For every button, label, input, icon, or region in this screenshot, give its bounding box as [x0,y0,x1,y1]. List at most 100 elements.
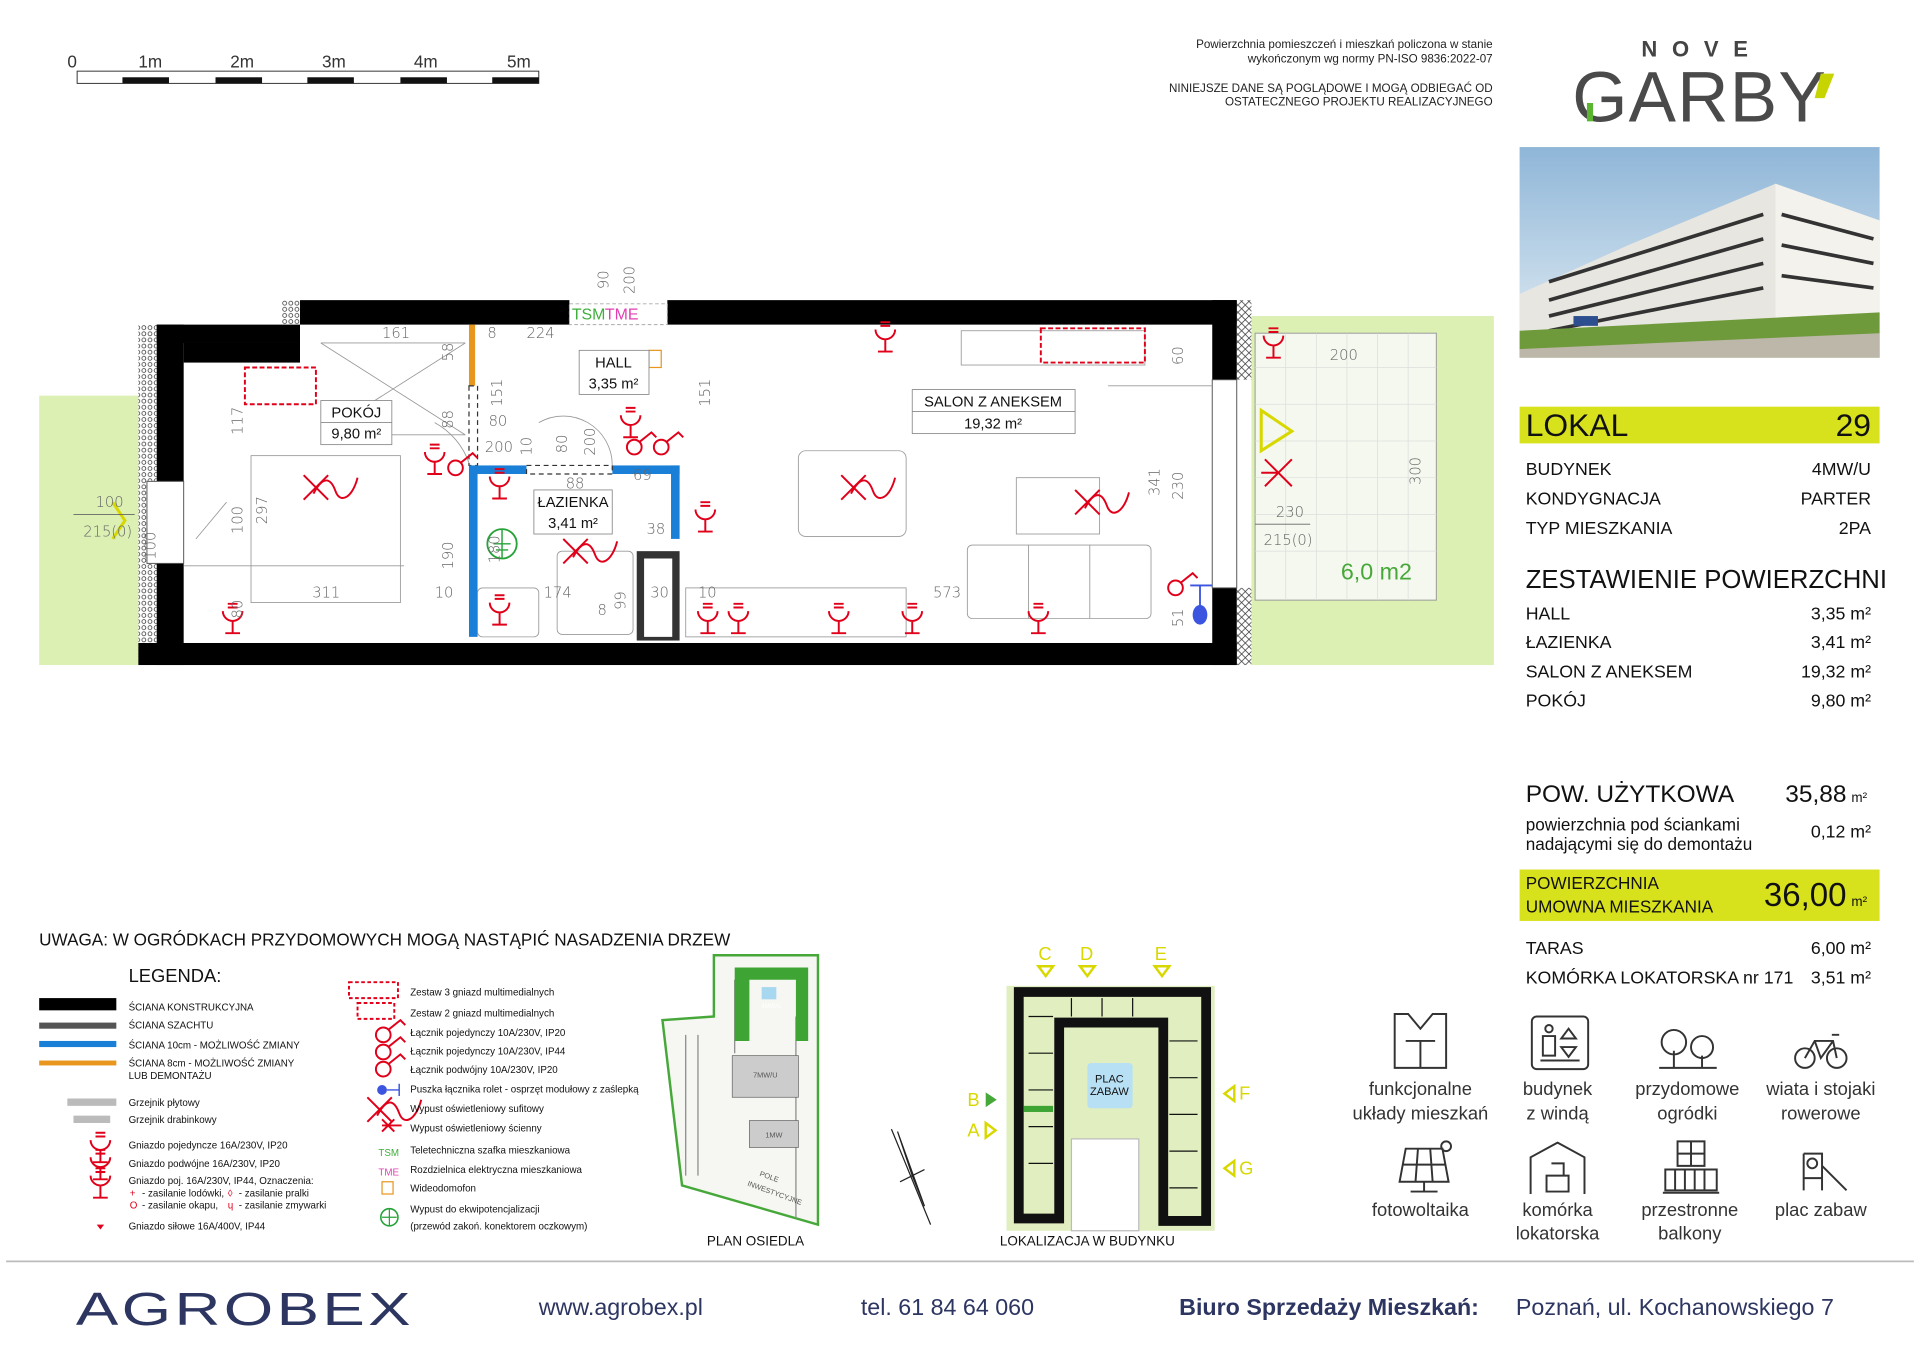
site-plan: 4MW/U 7MW/U 1MW POLE INWESTYCYJNE PLAN O… [661,954,820,1248]
room-label-lazienka: ŁAZIENKA 3,41 m² [533,489,613,535]
extra-value: 3,51 m² [1811,967,1871,987]
room-label: SALON Z ANEKSEM [1526,661,1693,681]
dimension: 297 [254,496,271,524]
amenities: funkcjonalne układy mieszkań budynek z w… [1353,1013,1875,1243]
sales-office-label: Biuro Sprzedaży Mieszkań: [1179,1294,1479,1320]
multimedia-2-icon [356,1002,396,1020]
tme-icon: TME [378,1168,399,1179]
norm-note: Powierzchnia pomieszczeń i mieszkań poli… [1196,38,1493,51]
unit-panel: LOKAL 29 BUDYNEK 4MW/U KONDYGNACJA PARTE… [1519,406,1887,987]
scale-label: 1m [138,51,162,71]
entrance-marker-icon [111,407,1295,540]
footer: AGROBEX www.agrobex.pl tel. 61 84 64 060… [76,1283,1834,1335]
info-value: PARTER [1801,489,1871,509]
entrance-e: E [1155,943,1167,964]
phone-number[interactable]: tel. 61 84 64 060 [861,1294,1034,1320]
legend-item: Wypust oświetleniowy ścienny [410,1124,542,1135]
ladder-radiator-icon [73,1115,111,1123]
double-socket-icon [89,1148,112,1181]
legend-item: Puszka łącznika rolet - osprzęt modułowy… [410,1084,639,1095]
bicycle-icon [1794,1033,1848,1069]
dimension: 88 [440,410,457,429]
scale-label: 0 [67,51,77,71]
disclaimer: OSTATECZNEGO PROJEKTU REALIZACYJNEGO [1225,95,1493,108]
legend-item: LUB DEMONTAŻU [129,1071,212,1082]
amenity-label: wiata i stojaki [1765,1078,1875,1099]
site-plan-title: PLAN OSIEDLA [707,1233,804,1248]
dimension: 88 [566,476,585,493]
dimension: 80 [489,413,508,430]
dimension: 200 [1330,347,1358,364]
dimension: 69 [633,467,652,484]
dimension: 573 [933,585,961,602]
legend-item: - zasilanie pralki [239,1188,309,1199]
room-label: ŁAZIENKA [1526,632,1612,652]
legend-item: Grzejnik drabinkowy [129,1115,217,1126]
dimension: 230 [1276,504,1304,521]
warning-note: UWAGA: W OGRÓDKACH PRZYDOMOWYCH MOGĄ NAS… [39,929,731,949]
unit-location-marker [1023,1105,1054,1112]
dimension: 215(0) [1264,532,1313,549]
playground-label: PLAC [1095,1074,1124,1086]
dimension: 60 [1170,346,1187,365]
amenity-label: funkcjonalne [1369,1078,1472,1099]
nove-garby-logo: NOVE GARBY [1572,36,1835,137]
room-label: HALL [1526,604,1571,624]
website-link[interactable]: www.agrobex.pl [538,1294,703,1320]
extra-label: KOMÓRKA LOKATORSKA nr 171 [1526,966,1794,987]
legend-title: LEGENDA: [129,965,222,986]
room-value: 3,41 m² [1811,632,1871,652]
logo-main: GARBY [1572,58,1827,137]
equipotential-icon [486,528,518,560]
legend-item: (przewód zakoń. konektorem oczkowym) [410,1222,587,1233]
legend-item: Rozdzielnica elektryczna mieszkaniowa [410,1165,582,1176]
legend-item: - zasilanie okapu, [142,1201,218,1212]
tsm-label: TSM [572,307,606,324]
dimension: 58 [440,343,457,362]
building-photo [1519,147,1880,358]
amenity-label: budynek [1523,1078,1593,1099]
intercom-icon [381,1181,394,1195]
dimension: 10 [698,585,717,602]
building-label: 4MW/U [761,1003,781,1010]
playground-area [1087,1062,1133,1109]
amenity-label: przydomowe [1635,1078,1739,1099]
info-value: 2PA [1839,518,1871,538]
contract-area-label: UMOWNA MIESZKANIA [1526,896,1714,916]
lokal-label: LOKAL [1526,407,1629,443]
sales-office-address: Poznań, ul. Kochanowskiego 7 [1516,1294,1834,1320]
dimension: 180 [487,535,504,563]
disclaimer: NINIEJSZE DANE SĄ POGLĄDOWE I MOGĄ ODBIE… [1169,82,1493,95]
room-value: 3,35 m² [1811,604,1871,624]
logo-top: NOVE [1641,36,1762,61]
building-4mwu [734,967,809,1041]
info-label: TYP MIESZKANIA [1526,518,1673,538]
usable-area-label: POW. UŻYTKOWA [1526,781,1735,808]
building-7mwu [731,1055,799,1098]
dimension: 341 [1147,468,1164,496]
amenity-label: komórka [1522,1199,1593,1220]
storage-icon [1529,1141,1586,1195]
scale-label: 4m [414,51,438,71]
contract-area-value: 36,00 [1764,877,1847,914]
amenity-label: lokatorska [1516,1222,1600,1243]
legend-item: Wypust oświetleniowy sufitowy [410,1104,544,1115]
area-unit: m² [1851,790,1867,805]
legend-item: - zasilanie lodówki, [142,1188,224,1199]
floorplan-icon [1393,1013,1448,1069]
dimension: 100 [143,532,160,560]
dimension: 10 [518,437,535,456]
dimension: 10 [435,585,454,602]
legend-blue-wall [39,1040,117,1048]
amenity-label: ogródki [1657,1102,1717,1123]
legend-item: Gniazdo poj. 16A/230V, IP44, Oznaczenia: [129,1176,314,1187]
room-label-hall: HALL 3,35 m² [578,349,650,395]
svg-text:ɥ: ɥ [228,1201,233,1212]
dimension: 224 [527,325,555,342]
dimension: 100 [96,494,124,511]
wall-light-icon [381,1118,402,1133]
legend-item: Wideodomofon [410,1184,476,1195]
power-socket-icon [93,1219,108,1230]
dimension: 38 [647,521,666,538]
